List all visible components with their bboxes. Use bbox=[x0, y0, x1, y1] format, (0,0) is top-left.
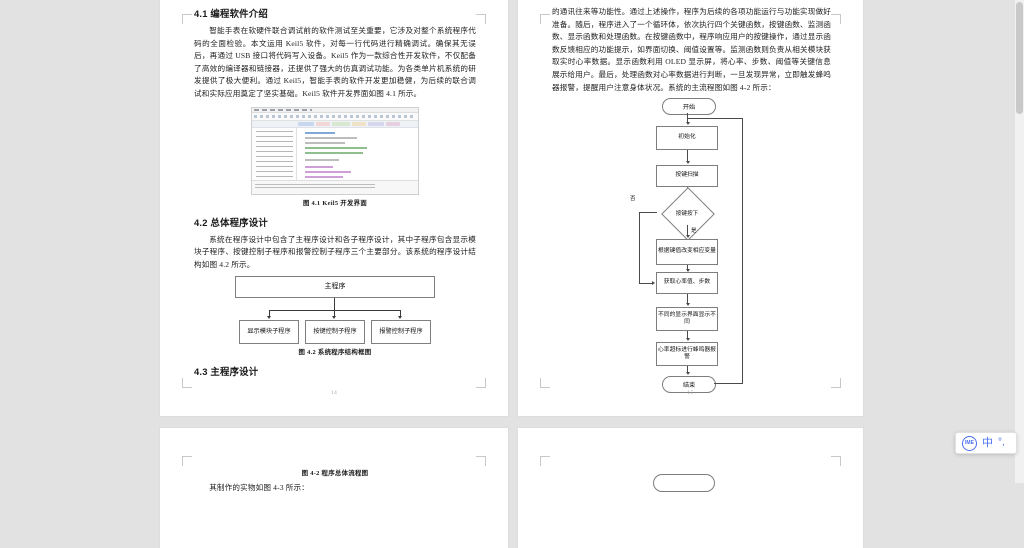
crop-mark bbox=[831, 378, 841, 388]
heading-4-1: 4.1 编程软件介绍 bbox=[194, 8, 268, 19]
paragraph-4-1: 智能手表在软硬件联合调试前的软件测试至关重要，它涉及对整个系统程序代码的全面检验… bbox=[194, 26, 476, 98]
ime-language-mode-toggle[interactable]: 中 bbox=[982, 436, 993, 449]
crop-mark bbox=[540, 14, 550, 24]
page-body: 4.1 编程软件介绍 智能手表在软硬件联合调试前的软件测试至关重要，它涉及对整个… bbox=[194, 6, 476, 383]
paragraph-4-2: 系统在程序设计中包含了主程序设计和各子程序设计，其中子程序包含显示模块子程序、按… bbox=[194, 234, 476, 269]
crop-mark bbox=[476, 378, 486, 388]
ime-punctuation-toggle[interactable]: °, bbox=[998, 437, 1005, 448]
page-number-15: 15 bbox=[687, 390, 694, 396]
figure-caption-4-2-overall: 图 4-2 程序总体流程图 bbox=[301, 470, 369, 477]
crop-mark bbox=[182, 378, 192, 388]
crop-mark bbox=[182, 14, 192, 24]
document-page-15[interactable]: 的通讯往来等功能性。通过上述操作，程序为后续的各项功能运行与功能实现做好准备。随… bbox=[518, 0, 863, 416]
heading-4-3: 4.3 主程序设计 bbox=[194, 366, 259, 378]
vertical-scrollbar[interactable] bbox=[1015, 0, 1024, 483]
crop-mark bbox=[476, 14, 486, 24]
paragraph-page-15: 的通讯往来等功能性。通过上述操作，程序为后续的各项功能运行与功能实现做好准备。随… bbox=[552, 7, 831, 92]
heading-4-2: 4.2 总体程序设计 bbox=[194, 216, 268, 228]
figure-keil5-screenshot bbox=[251, 106, 419, 195]
figure-main-program-flowchart: 开始 初始化 按键扫描 按键按下 否 是 bbox=[604, 98, 779, 394]
document-page-16[interactable]: 图 4-2 程序总体流程图 其制作的实物如图 4-3 所示： bbox=[160, 428, 508, 548]
crop-mark bbox=[831, 14, 841, 24]
block-main-program: 主程序 bbox=[235, 276, 435, 299]
block-display-subprogram: 显示模块子程序 bbox=[239, 320, 299, 345]
figure-caption-4-2: 图 4.2 系统程序结构框图 bbox=[298, 349, 372, 357]
keil-project-tree bbox=[252, 127, 297, 180]
page-body: 的通讯往来等功能性。通过上述操作，程序为后续的各项功能运行与功能实现做好准备。随… bbox=[552, 6, 831, 394]
document-viewer: 4.1 编程软件介绍 智能手表在软硬件联合调试前的软件测试至关重要，它涉及对整个… bbox=[160, 0, 1024, 548]
crop-mark bbox=[831, 456, 841, 466]
figure-caption-4-1: 图 4.1 Keil5 开发界面 bbox=[302, 199, 368, 207]
keil-code-editor bbox=[297, 127, 418, 194]
flow-end: 结束 bbox=[662, 376, 716, 394]
flow-decision-key-pressed: 按键按下 bbox=[657, 187, 717, 242]
flow-start: 开始 bbox=[662, 98, 716, 116]
keil-menubar bbox=[252, 107, 418, 113]
figure-system-block-diagram: 主程序 显示模块子程序 按键控制子程序 报警控制子程序 bbox=[235, 276, 435, 345]
ime-toolbar[interactable]: IME 中 °, bbox=[955, 432, 1017, 454]
scrollbar-thumb[interactable] bbox=[1016, 2, 1023, 114]
crop-mark bbox=[182, 456, 192, 466]
next-flowchart-start-node bbox=[653, 474, 715, 492]
crop-mark bbox=[476, 456, 486, 466]
keil-status-bar bbox=[252, 179, 418, 194]
flow-label-yes: 是 bbox=[691, 228, 697, 235]
keil-tabs bbox=[252, 120, 418, 128]
flow-display-interface: 不同的显示界面显示不同 bbox=[656, 307, 718, 332]
page-number-14: 14 bbox=[330, 390, 338, 396]
crop-mark bbox=[540, 378, 550, 388]
block-key-control-subprogram: 按键控制子程序 bbox=[305, 320, 365, 345]
flow-alarm-buzzer: 心率超标进行蜂鸣器报警 bbox=[656, 342, 718, 367]
flow-label-no: 否 bbox=[630, 196, 636, 203]
ime-logo-icon[interactable]: IME bbox=[962, 435, 977, 451]
document-page-17[interactable] bbox=[518, 428, 863, 548]
block-alarm-control-subprogram: 报警控制子程序 bbox=[371, 320, 431, 345]
keil-toolbar bbox=[252, 112, 418, 121]
crop-mark bbox=[540, 456, 550, 466]
paragraph-page-16: 其制作的实物如图 4-3 所示： bbox=[209, 483, 310, 492]
document-page-14[interactable]: 4.1 编程软件介绍 智能手表在软硬件联合调试前的软件测试至关重要，它涉及对整个… bbox=[160, 0, 508, 416]
flow-change-variable: 根据键值改变相应变量 bbox=[656, 239, 718, 266]
flow-key-scan: 按键扫描 bbox=[656, 165, 718, 188]
flow-initialize: 初始化 bbox=[656, 126, 718, 151]
flow-get-heartrate-steps: 获取心率值、步数 bbox=[656, 272, 718, 295]
